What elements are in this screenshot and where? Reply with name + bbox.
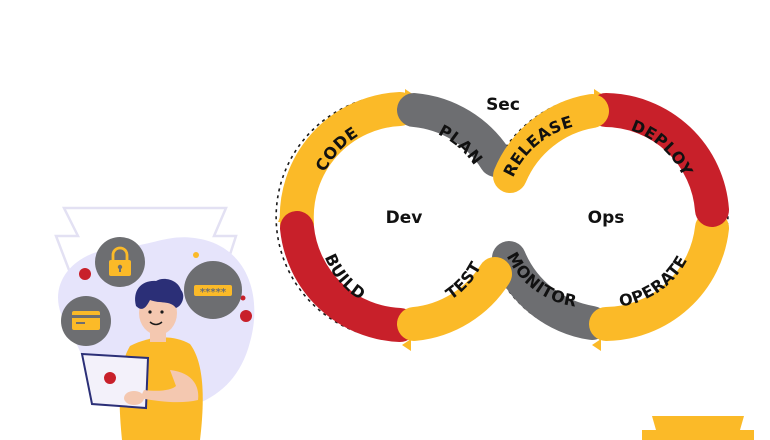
decor-dot <box>240 295 246 301</box>
segment-test <box>397 257 512 341</box>
decor-dot <box>240 310 252 322</box>
corner-decoration <box>642 416 754 440</box>
svg-text:*****: ***** <box>200 287 227 298</box>
flow-arrow <box>402 339 411 351</box>
segment-operate <box>589 211 729 341</box>
segment-plan <box>397 93 513 177</box>
segments-layer <box>279 92 729 342</box>
segment-build <box>280 211 417 342</box>
developer-illustration: ***** <box>54 206 255 440</box>
segment-monitor <box>492 241 609 340</box>
devops-infinity-loop: CODE PLAN BUILD TEST RELEASE DEPLOY MONI… <box>275 89 729 351</box>
decor-dot <box>193 252 199 258</box>
segment-release <box>493 94 609 193</box>
developer-person <box>80 278 203 440</box>
segment-code <box>279 92 417 241</box>
loop-label-ops: Ops <box>588 208 625 228</box>
credit-card-icon <box>61 296 111 346</box>
flow-arrow <box>592 339 601 351</box>
password-field-icon: ***** <box>184 261 242 319</box>
loop-label-dev: Dev <box>386 208 423 228</box>
segment-deploy <box>589 93 729 227</box>
lock-icon <box>95 237 145 287</box>
top-label-sec: Sec <box>486 95 520 115</box>
decor-dot <box>79 268 91 280</box>
